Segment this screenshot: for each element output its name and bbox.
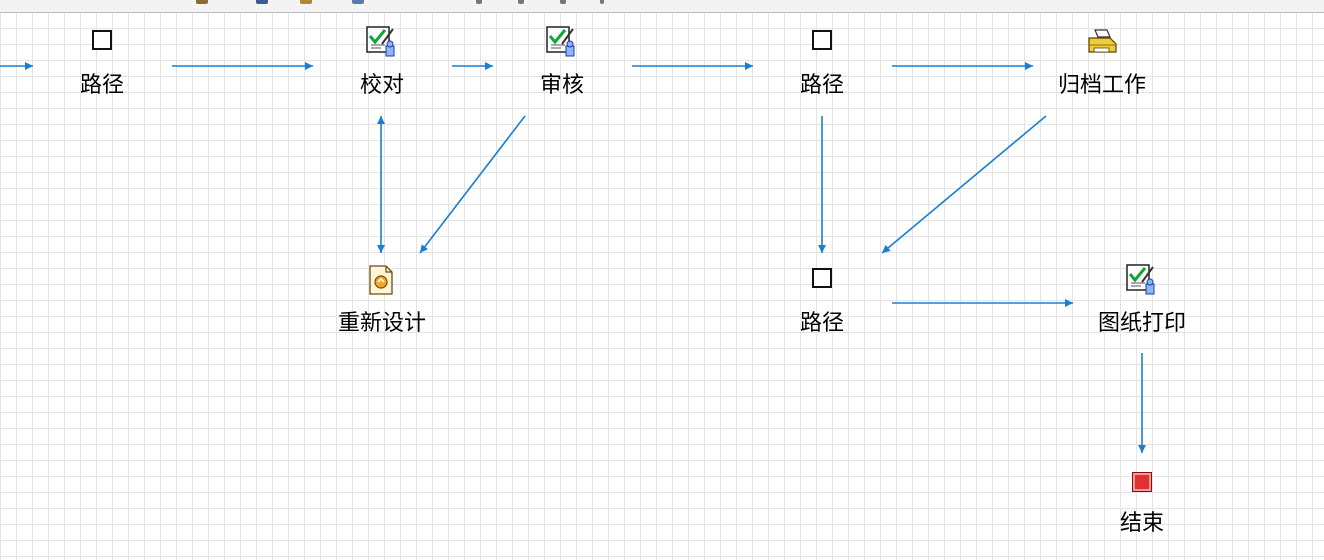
toolbar-icon[interactable] — [600, 0, 604, 4]
node-review[interactable]: 审核 — [492, 26, 632, 104]
task-review-icon — [546, 26, 578, 64]
node-label: 路径 — [79, 73, 124, 98]
node-redesign[interactable]: 重新设计 — [312, 264, 452, 340]
node-label: 路径 — [799, 311, 844, 336]
route-icon — [812, 268, 832, 288]
toolbar-icon[interactable] — [300, 0, 312, 4]
node-label: 归档工作 — [1057, 73, 1146, 98]
node-archive[interactable]: 归档工作 — [1032, 26, 1172, 104]
node-label: 审核 — [539, 73, 584, 98]
toolbar-strip — [0, 0, 1324, 13]
toolbar-icon[interactable] — [518, 0, 524, 4]
toolbar-icon[interactable] — [476, 0, 482, 4]
edge-archive-to-route-3[interactable] — [881, 115, 1047, 254]
end-icon — [1132, 472, 1152, 492]
node-route-2[interactable]: 路径 — [752, 28, 892, 104]
node-label: 路径 — [799, 73, 844, 98]
node-label: 图纸打印 — [1097, 311, 1186, 336]
task-print-icon — [1126, 264, 1158, 302]
route-icon — [812, 30, 832, 50]
printer-icon — [1086, 28, 1118, 62]
node-route-3[interactable]: 路径 — [752, 266, 892, 340]
node-end[interactable]: 结束 — [1072, 470, 1212, 540]
toolbar-icon[interactable] — [352, 0, 364, 4]
redo-document-icon — [367, 264, 397, 300]
edge-review-to-redesign[interactable] — [419, 115, 526, 254]
task-check-icon — [366, 26, 398, 64]
toolbar-icon[interactable] — [560, 0, 566, 4]
node-print[interactable]: 图纸打印 — [1072, 264, 1212, 342]
node-label: 结束 — [1119, 511, 1164, 536]
toolbar-icon[interactable] — [196, 0, 208, 4]
node-check[interactable]: 校对 — [312, 26, 452, 104]
toolbar-icon[interactable] — [256, 0, 268, 4]
node-route-1[interactable]: 路径 — [32, 28, 172, 104]
node-label: 重新设计 — [337, 311, 426, 336]
route-icon — [92, 30, 112, 50]
node-label: 校对 — [359, 73, 404, 98]
